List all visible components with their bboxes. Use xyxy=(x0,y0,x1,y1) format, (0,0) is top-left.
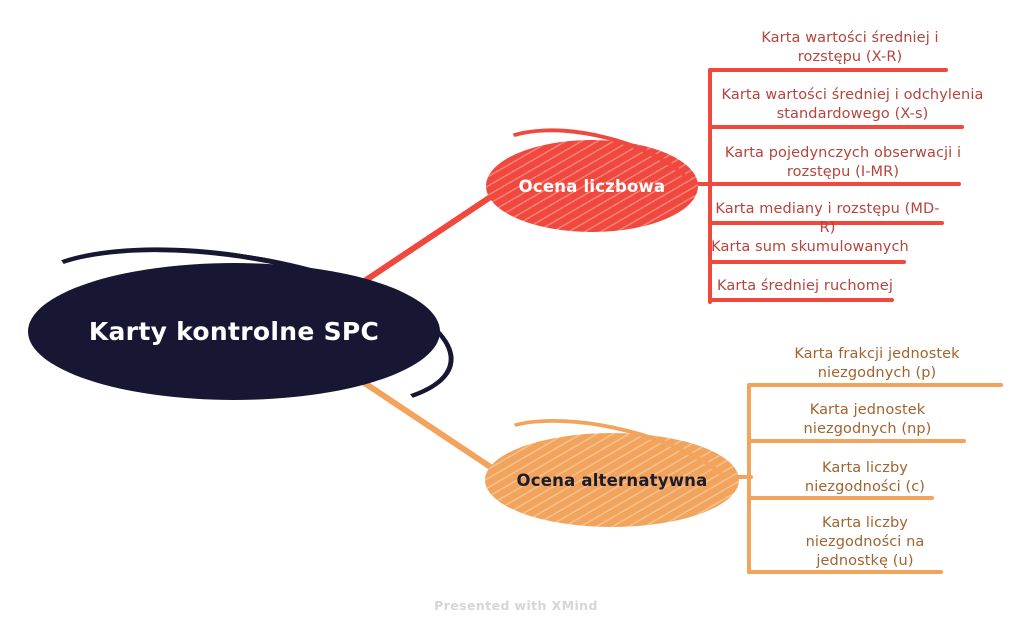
child-underline xyxy=(747,570,943,574)
connector-root-to-orange xyxy=(345,369,513,483)
child-underline xyxy=(747,496,934,500)
child-underline xyxy=(747,383,1003,387)
branch-topic-ocena-liczbowa[interactable]: Ocena liczbowa xyxy=(486,140,698,232)
connector-root-to-red xyxy=(345,181,513,295)
branch-topic-ocena-alternatywna[interactable]: Ocena alternatywna xyxy=(485,433,739,527)
orange-branch-stub xyxy=(731,475,753,479)
child-topic-u[interactable]: Karta liczby niezgodności na jednostkę (… xyxy=(805,515,925,569)
child-topic-xs[interactable]: Karta wartości średniej i odchylenia sta… xyxy=(721,87,984,122)
child-topic-imr[interactable]: Karta pojedynczych obserwacji i rozstępu… xyxy=(724,145,962,180)
xmind-watermark: Presented with XMind xyxy=(434,598,598,613)
child-topic-c[interactable]: Karta liczby niezgodności (c) xyxy=(804,460,926,495)
child-underline xyxy=(694,182,961,186)
branch-topic-label: Ocena liczbowa xyxy=(518,176,666,196)
child-underline xyxy=(708,125,964,129)
child-topic-np[interactable]: Karta jednostek niezgodnych (np) xyxy=(803,402,932,437)
child-topic-cusum[interactable]: Karta sum skumulowanych xyxy=(711,239,909,255)
orange-branch-spine xyxy=(747,383,751,574)
central-topic[interactable]: Karty kontrolne SPC xyxy=(28,263,440,400)
child-topic-p[interactable]: Karta frakcji jednostek niezgodnych (p) xyxy=(794,346,960,381)
branch-topic-label: Ocena alternatywna xyxy=(516,470,708,490)
child-topic-moving-average[interactable]: Karta średniej ruchomej xyxy=(717,278,893,294)
child-topic-mdr[interactable]: Karta mediany i rozstępu (MD-R) xyxy=(715,201,940,236)
child-topic-xr[interactable]: Karta wartości średniej i rozstępu (X-R) xyxy=(761,30,939,65)
child-underline xyxy=(708,221,944,225)
child-underline xyxy=(708,260,906,264)
child-underline xyxy=(708,298,894,302)
central-topic-label: Karty kontrolne SPC xyxy=(88,317,380,346)
red-branch-spine xyxy=(708,68,712,304)
child-underline xyxy=(708,68,948,72)
child-underline xyxy=(747,439,966,443)
